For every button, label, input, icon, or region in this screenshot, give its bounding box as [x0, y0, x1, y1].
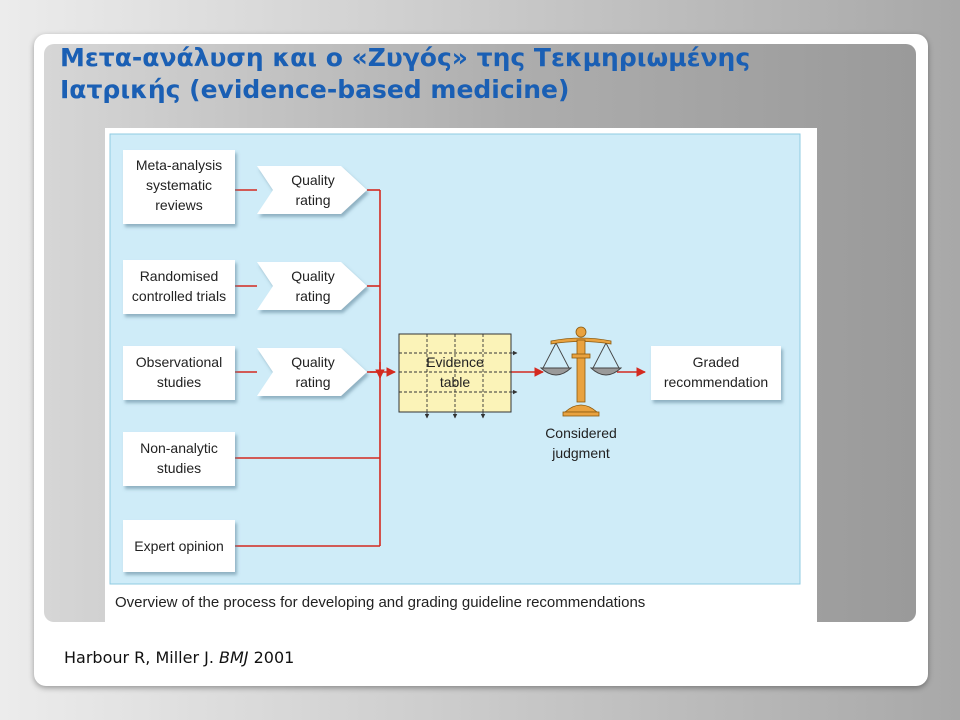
judgment-label: Considered — [545, 425, 617, 441]
title-line-1: Μετα-ανάλυση και ο «Ζυγός» της Τεκμηριωμ… — [60, 43, 751, 72]
diagram-figure: Meta-analysis systematic reviews Randomi… — [105, 128, 817, 622]
source-box — [123, 432, 235, 486]
source-line: reviews — [155, 197, 202, 213]
quality-rating-3: Quality rating — [257, 348, 367, 396]
quality-rating-2: Quality rating — [257, 262, 367, 310]
evidence-table-ticks — [424, 350, 518, 419]
source-box — [123, 150, 235, 224]
slide-title: Μετα-ανάλυση και ο «Ζυγός» της Τεκμηριωμ… — [60, 42, 900, 106]
figure-caption: Overview of the process for developing a… — [115, 594, 646, 611]
title-line-2: Ιατρικής (evidence-based medicine) — [60, 75, 570, 104]
recommendation-box — [651, 346, 781, 400]
recommendation-label: Graded — [693, 354, 740, 370]
source-line: controlled trials — [132, 288, 226, 304]
quality-chevron — [257, 348, 367, 396]
source-box — [123, 260, 235, 314]
source-non-analytic: Non-analytic studies — [123, 432, 235, 486]
evidence-table-label: Evidence — [426, 354, 484, 370]
source-line: studies — [157, 374, 201, 390]
source-expert-opinion: Expert opinion — [123, 520, 235, 572]
source-line: Non-analytic — [140, 440, 218, 456]
balance-scale-icon: Considered judgment — [539, 326, 623, 461]
citation-journal: BMJ — [219, 648, 249, 667]
quality-chevron — [257, 262, 367, 310]
evidence-table-grid — [399, 334, 511, 412]
source-line: systematic — [146, 177, 212, 193]
source-line: Expert opinion — [134, 538, 224, 554]
quality-chevron — [257, 166, 367, 214]
source-meta-analysis: Meta-analysis systematic reviews — [123, 150, 235, 224]
source-line: Meta-analysis — [136, 157, 222, 173]
source-line: Observational — [136, 354, 222, 370]
quality-label: Quality — [291, 268, 335, 284]
evidence-table-label: table — [440, 374, 471, 390]
graded-recommendation: Graded recommendation — [651, 346, 781, 400]
quality-label: rating — [295, 192, 330, 208]
citation: Harbour R, Miller J. BMJ 2001 — [64, 648, 294, 667]
connector-lines — [235, 189, 646, 547]
quality-label: rating — [295, 288, 330, 304]
quality-label: rating — [295, 374, 330, 390]
citation-year: 2001 — [248, 648, 295, 667]
quality-rating-1: Quality rating — [257, 166, 367, 214]
source-observational: Observational studies — [123, 346, 235, 400]
source-rct: Randomised controlled trials — [123, 260, 235, 314]
source-line: Randomised — [140, 268, 219, 284]
source-line: studies — [157, 460, 201, 476]
source-box — [123, 520, 235, 572]
flow-diagram: Meta-analysis systematic reviews Randomi… — [109, 133, 801, 585]
evidence-table: Evidence table — [398, 333, 518, 419]
judgment-label: judgment — [551, 445, 610, 461]
source-box — [123, 346, 235, 400]
quality-label: Quality — [291, 172, 335, 188]
citation-authors: Harbour R, Miller J. — [64, 648, 219, 667]
quality-label: Quality — [291, 354, 335, 370]
recommendation-label: recommendation — [664, 374, 768, 390]
